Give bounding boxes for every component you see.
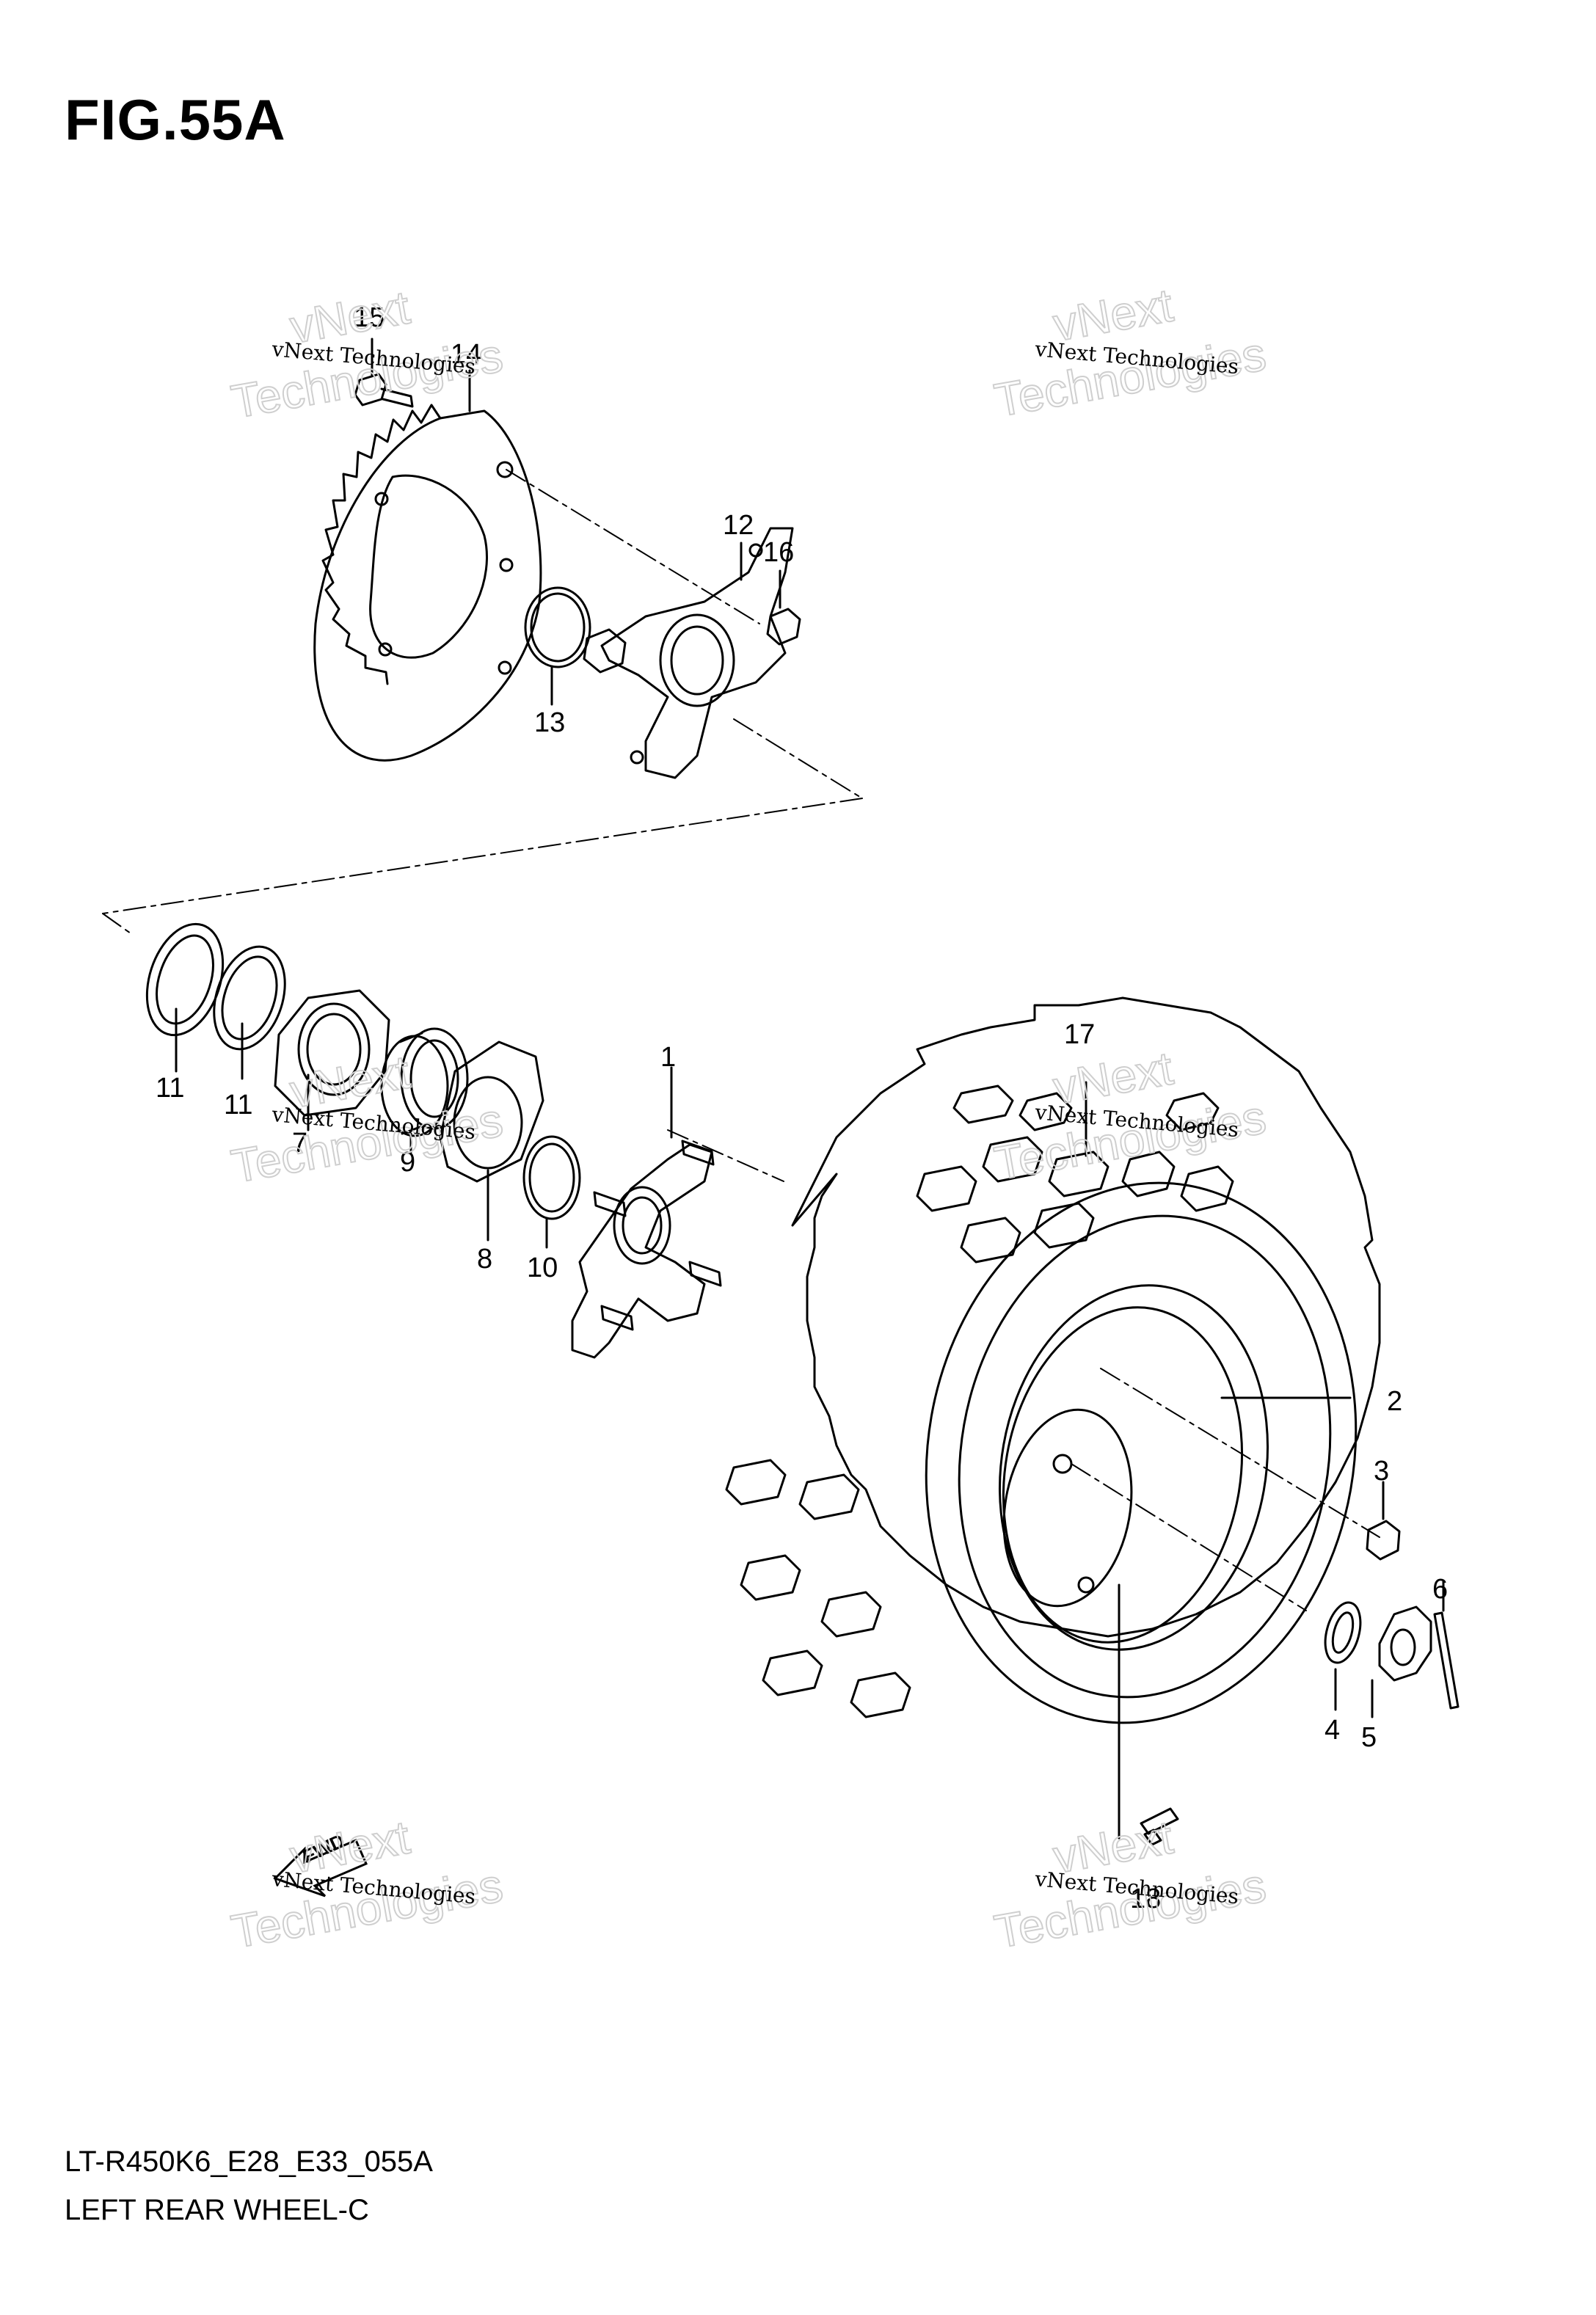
castle-nut-5 — [1371, 1605, 1432, 1718]
washer-11a — [145, 922, 225, 1037]
callout-5: 5 — [1361, 1722, 1377, 1753]
callout-13: 13 — [534, 707, 565, 738]
cotter-pin-6 — [1433, 1580, 1460, 1710]
tire-and-rim — [725, 996, 1381, 1724]
bearing-holder-8 — [439, 1040, 544, 1183]
rear-sprocket — [313, 404, 542, 762]
lock-nut-7 — [274, 989, 390, 1117]
callout-2: 2 — [1387, 1386, 1402, 1417]
callout-6: 6 — [1432, 1574, 1448, 1605]
bearing-9 — [380, 1027, 469, 1137]
o-ring-10 — [522, 1135, 581, 1220]
model-code: LT-R450K6_E28_E33_055A — [65, 2146, 433, 2178]
wheel-hub-1 — [571, 1066, 722, 1359]
o-ring-13 — [524, 586, 591, 668]
callout-11b: 11 — [224, 1090, 252, 1120]
watermark-big-5: Technologies — [227, 1859, 506, 1958]
callout-16: 16 — [763, 537, 794, 568]
sprocket-bolt — [354, 338, 414, 408]
tire-valve-18 — [1118, 1583, 1179, 1846]
callout-12: 12 — [723, 510, 754, 541]
callout-14: 14 — [451, 339, 481, 370]
callout-labels: 1 2 3 4 5 6 7 8 9 10 11 11 12 13 14 15 1… — [156, 302, 1448, 1914]
watermark-big-6: Technologies — [991, 1859, 1269, 1958]
callout-9: 9 — [400, 1147, 415, 1178]
callout-10: 10 — [527, 1253, 558, 1283]
callout-3: 3 — [1374, 1456, 1389, 1487]
callout-7: 7 — [292, 1128, 307, 1159]
wheel-nut-3 — [1366, 1481, 1401, 1561]
washer-11b — [213, 945, 286, 1051]
hub-nut-16 — [766, 569, 801, 646]
figure-caption: LEFT REAR WHEEL-C — [65, 2194, 369, 2226]
sprocket-hub — [583, 527, 794, 779]
callout-15: 15 — [354, 302, 385, 333]
callout-17: 17 — [1064, 1019, 1095, 1050]
figure-title: FIG.55A — [65, 87, 286, 152]
callout-1: 1 — [660, 1042, 676, 1073]
callout-18: 18 — [1130, 1884, 1161, 1914]
alignment-lines — [102, 469, 1380, 1611]
callout-4: 4 — [1324, 1715, 1340, 1746]
washer-4 — [1324, 1601, 1362, 1664]
callout-8: 8 — [477, 1244, 492, 1275]
callout-11a: 11 — [156, 1073, 184, 1104]
